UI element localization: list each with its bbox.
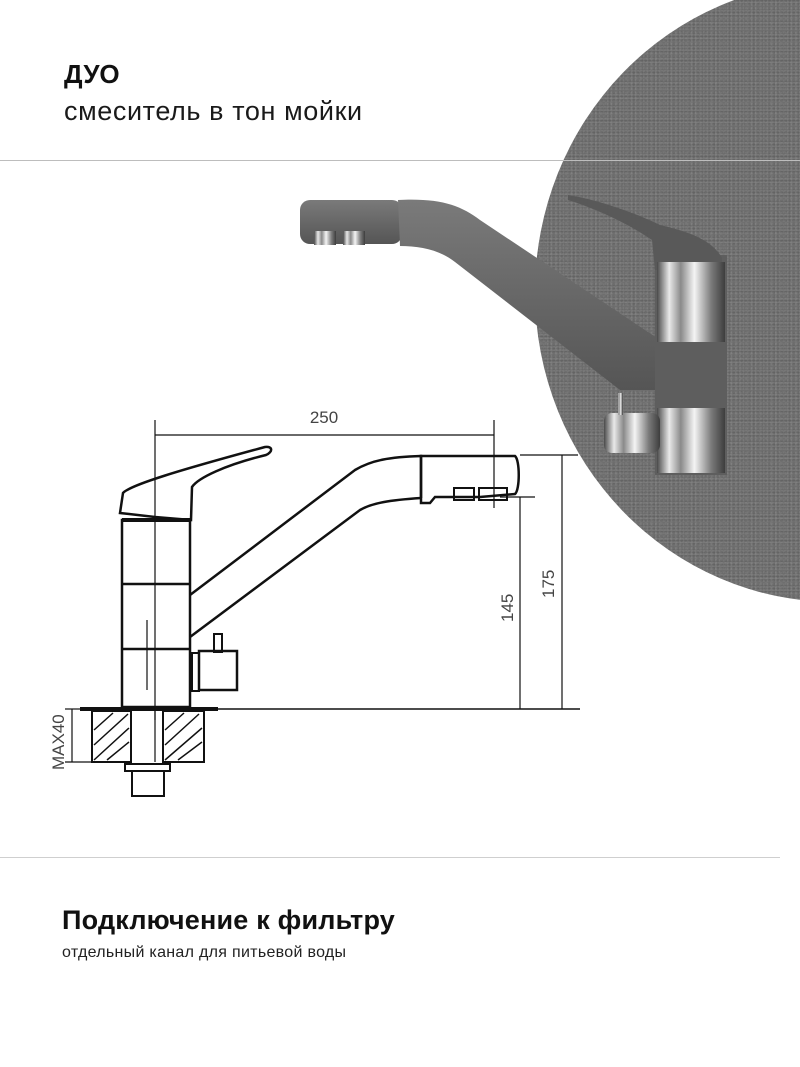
- filter-valve: [604, 413, 660, 453]
- drawing-spout-head: [419, 454, 520, 505]
- product-subtitle: смеситель в тон мойки: [64, 96, 363, 126]
- drawing-lever: [118, 445, 273, 522]
- lever-handle: [568, 195, 722, 270]
- chrome-band-bottom: [657, 408, 725, 473]
- feature-title: Подключение к фильтру: [62, 905, 396, 935]
- spout-arm: [398, 199, 660, 390]
- header: ДУО смеситель в тон мойки: [64, 58, 363, 127]
- bottom-divider: [0, 857, 780, 858]
- dim-label-145: 145: [498, 594, 517, 622]
- feature-subtitle: отдельный канал для питьевой воды: [62, 944, 347, 961]
- chrome-band-top: [657, 262, 725, 342]
- dim-label-250: 250: [310, 408, 338, 427]
- drawing-body: [120, 518, 192, 709]
- top-divider: [0, 160, 800, 161]
- footer-feature: Подключение к фильтру отдельный канал дл…: [62, 905, 395, 962]
- dim-label-175: 175: [539, 570, 558, 598]
- dim-label-max40: MAX40: [49, 714, 68, 770]
- dim-250: [154, 420, 495, 720]
- product-title: ДУО: [64, 59, 121, 89]
